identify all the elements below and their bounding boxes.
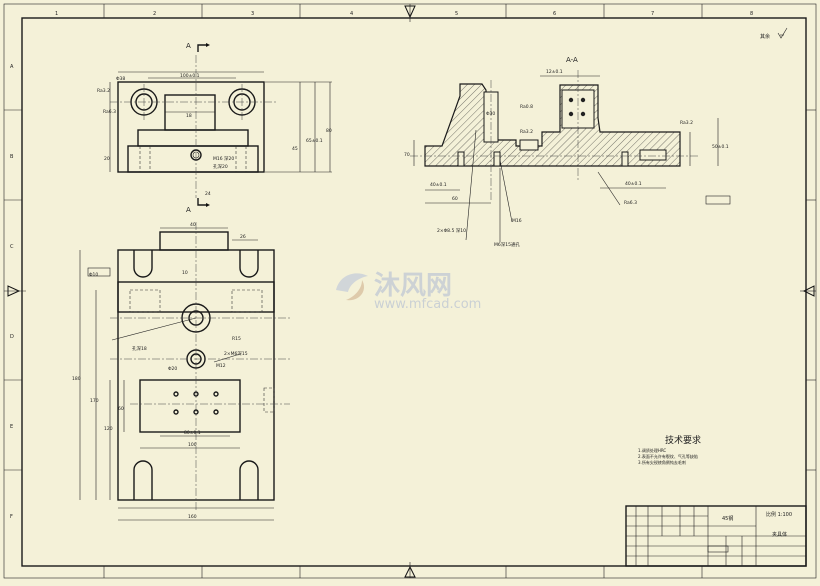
zone-number: 2 (153, 11, 156, 17)
dim: 100±0.1 (180, 73, 200, 79)
watermark: 沐风网 www.mfcad.com (336, 271, 481, 312)
roughness-symbol-icon (777, 27, 788, 39)
zone-number: 5 (455, 11, 458, 17)
section-body (424, 83, 681, 167)
title-block: 45钢 比例 1:100 夹具体 (625, 505, 807, 567)
dim: 2×M6深15 (224, 350, 248, 357)
section-view: A-A 12±0.1 Ra0.8 Ra3.2 Ra6.3 Ra3. (404, 56, 731, 248)
zone-letter: A (10, 64, 14, 70)
zone-letter: C (10, 244, 14, 250)
dim: 80±0.1 (184, 430, 201, 436)
dim: 12±0.1 (546, 69, 563, 75)
zone-number: 6 (553, 11, 556, 17)
dim: 2×Φ8.5 深10 (437, 227, 466, 234)
roughness-label: Ra0.8 (520, 104, 533, 110)
dim: 60 (452, 196, 458, 202)
dim: 60 (118, 406, 124, 412)
zone-ticks (4, 4, 816, 578)
dim: 80 (326, 128, 332, 134)
dim: 170 (90, 398, 99, 404)
dim: Φ30 (486, 111, 495, 117)
tech-title: 技术要求 (665, 434, 701, 446)
watermark-brand: 沐风网 (374, 271, 452, 301)
tech-item: 2.表面不允许有裂纹、气孔等缺陷 (638, 453, 698, 459)
dim: 40±0.1 (625, 181, 642, 187)
tech-item: 3.所有尖锐棱角倒钝去毛刺 (638, 459, 686, 465)
top-view: A A 100±0.1 Ra3.2 (97, 42, 332, 214)
roughness-label: Ra6.3 (103, 109, 116, 115)
dim: M16 (512, 218, 522, 224)
logo-icon (336, 273, 368, 292)
dim: 10 (182, 270, 188, 276)
section-title: A-A (566, 56, 578, 64)
zone-number: 8 (750, 11, 753, 17)
material-label: 45钢 (722, 515, 733, 522)
zone-letter: D (10, 334, 14, 340)
dim: 70 (404, 152, 410, 158)
plan-view: 40 26 10 Φ10 180 170 120 60 80±0.1 100 1… (72, 222, 290, 521)
dim: 40±0.1 (430, 182, 447, 188)
roughness-label: Ra3.2 (97, 88, 110, 94)
tech-item: 1.调质处理HRC (638, 447, 666, 453)
dim: Φ38 (116, 76, 125, 82)
zone-letter: E (10, 424, 13, 430)
dim: 孔深18 (132, 345, 147, 352)
roughness-note: 其余 (760, 33, 770, 40)
zone-number: 1 (55, 11, 58, 17)
zone-number: 3 (251, 11, 254, 17)
dim: 18 (186, 113, 192, 119)
dim: 180 (72, 376, 81, 382)
dim: 120 (104, 426, 113, 432)
zone-labels: 1 2 3 4 5 6 7 8 A B C D E F (10, 11, 753, 520)
dim: 孔深20 (213, 163, 228, 170)
dim: M12 (216, 363, 226, 369)
dim: Φ10 (89, 272, 98, 278)
dim: 40 (190, 222, 196, 228)
dim: 100 (188, 442, 197, 448)
dim: 50±0.1 (712, 144, 729, 150)
part-name: 夹具体 (772, 531, 787, 538)
dim: 65±0.1 (306, 138, 323, 144)
roughness-label: Ra3.2 (680, 120, 693, 126)
dim: 45 (292, 146, 298, 152)
zone-letter: B (10, 154, 14, 160)
zone-number: 7 (651, 11, 654, 17)
section-mark-bottom: A (186, 206, 191, 214)
zone-letter: F (10, 514, 13, 520)
dim: R15 (232, 336, 241, 342)
dim: 160 (188, 514, 197, 520)
roughness-label: Ra6.3 (624, 200, 637, 206)
roughness-label: Ra3.2 (520, 129, 533, 135)
dim: 24 (205, 191, 211, 197)
dim: 20 (104, 156, 110, 162)
scale-label: 比例 1:100 (766, 511, 792, 518)
section-mark-top: A (186, 42, 191, 50)
dim: M6深15通孔 (494, 241, 520, 248)
zone-number: 4 (350, 11, 353, 17)
watermark-url: www.mfcad.com (374, 297, 481, 312)
tech-requirements: 技术要求 1.调质处理HRC 2.表面不允许有裂纹、气孔等缺陷 3.所有尖锐棱角… (638, 434, 701, 465)
dim: Φ20 (168, 366, 177, 372)
dim: M16 深20 (213, 155, 234, 162)
dim: 26 (240, 234, 246, 240)
centering-marks (4, 4, 816, 578)
